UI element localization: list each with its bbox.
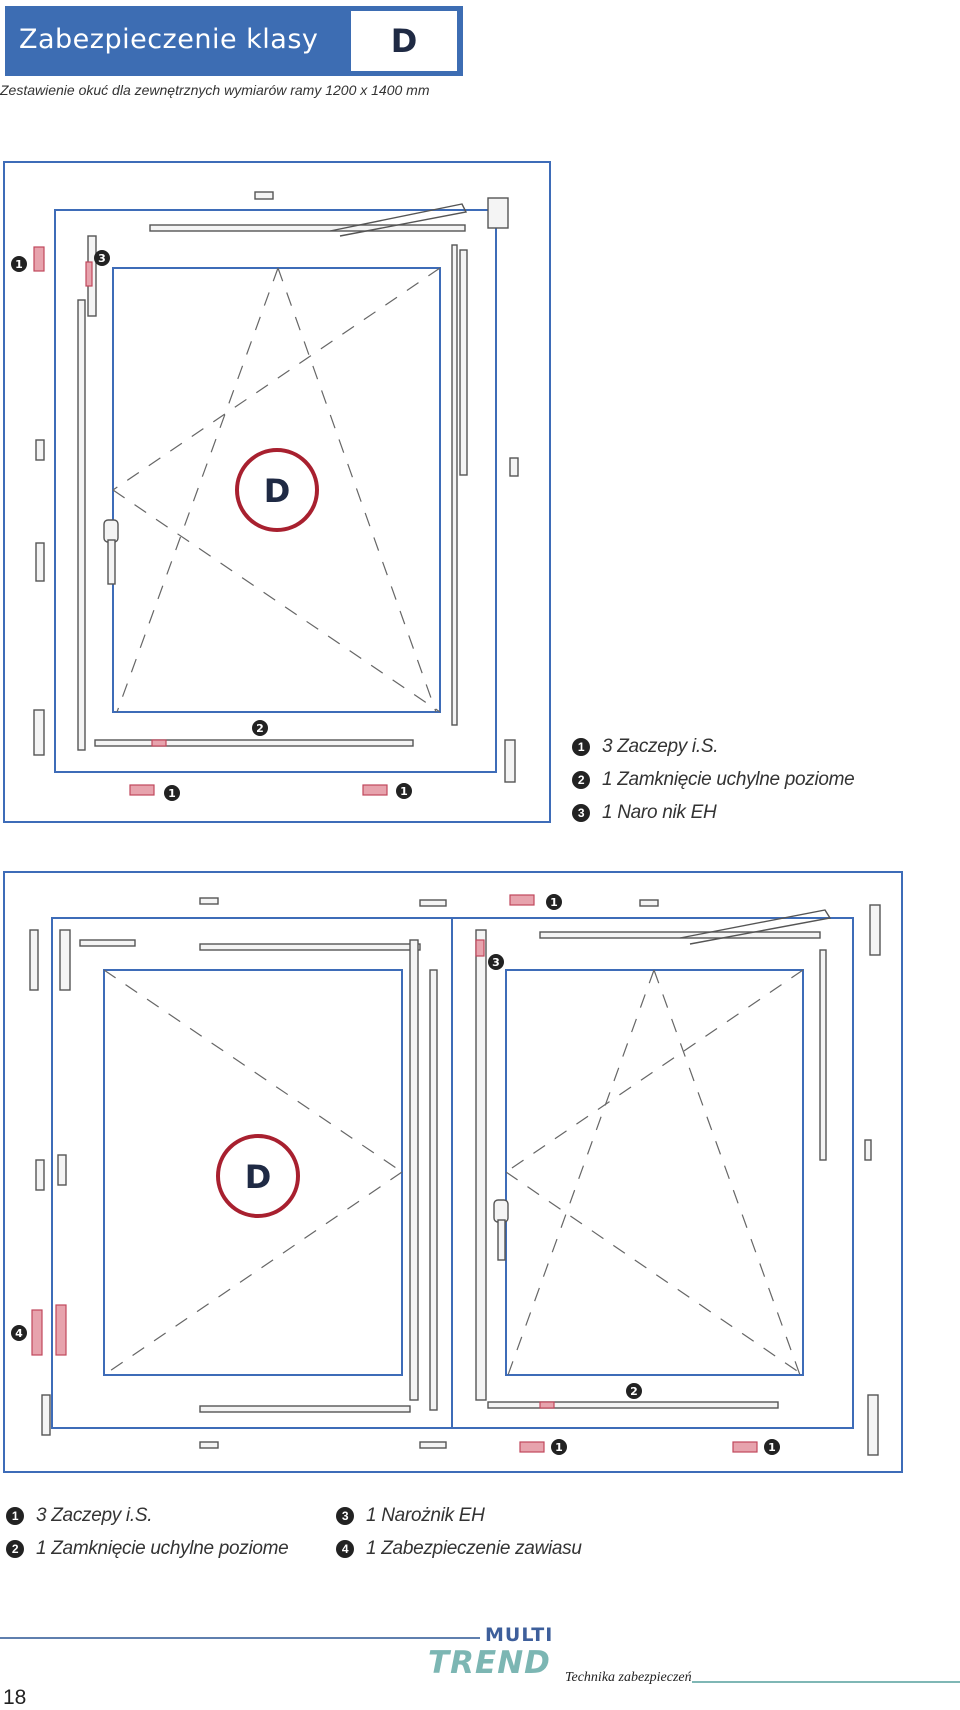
diagram1-marker: 1 (396, 783, 412, 799)
diagram1-marker: 2 (252, 720, 268, 736)
svg-text:1: 1 (15, 258, 23, 271)
legend-number: 3 (572, 803, 590, 822)
legend-item: 4 1 Zabezpieczenie zawiasu (336, 1532, 582, 1565)
legend-item: 2 1 Zamknięcie uchylne poziome (572, 763, 855, 796)
diagram2-legend-col1: 1 3 Zaczepy i.S. 2 1 Zamknięcie uchylne … (6, 1499, 289, 1565)
svg-text:1: 1 (555, 1441, 563, 1454)
legend-number: 2 (572, 770, 590, 789)
legend-item: 3 1 Narożnik EH (336, 1499, 582, 1532)
legend-text: 3 Zaczepy i.S. (36, 1504, 153, 1526)
diagram1-marker: 1 (164, 785, 180, 801)
page-number: 18 (3, 1686, 27, 1709)
header-class-letter: D (351, 11, 457, 71)
diagram2-marker: 2 (626, 1383, 642, 1399)
page-header: Zabezpieczenie klasy D (5, 6, 463, 76)
diagram2-marker: 3 (488, 954, 504, 970)
diagram1-legend: 1 3 Zaczepy i.S. 2 1 Zamknięcie uchylne … (572, 730, 855, 829)
legend-item: 2 1 Zamknięcie uchylne poziome (6, 1532, 289, 1565)
diagram1-marker: 1 (11, 256, 27, 272)
diagram1-marker: 3 (94, 250, 110, 266)
diagram2-legend-col2: 3 1 Narożnik EH 4 1 Zabezpieczenie zawia… (336, 1499, 582, 1565)
svg-text:2: 2 (256, 722, 264, 735)
diagram1-badge-label: D (264, 472, 291, 510)
svg-text:1: 1 (400, 785, 408, 798)
diagram2-outer-frame (3, 871, 903, 1473)
legend-text: 1 Zamknięcie uchylne poziome (602, 768, 855, 790)
legend-item: 3 1 Naro nik EH (572, 796, 854, 829)
footer-divider-left (0, 1637, 480, 1639)
legend-number: 4 (336, 1539, 354, 1558)
legend-number: 3 (336, 1506, 354, 1525)
legend-text: 1 Zabezpieczenie zawiasu (366, 1537, 582, 1559)
diagram2-class-badge: D (216, 1134, 300, 1218)
svg-text:2: 2 (630, 1385, 638, 1398)
diagram2-badge-label: D (245, 1158, 272, 1196)
svg-text:4: 4 (15, 1327, 23, 1340)
svg-text:3: 3 (492, 956, 500, 969)
legend-item: 1 3 Zaczepy i.S. (572, 730, 854, 763)
diagram2-right-glass (505, 969, 804, 1376)
svg-text:1: 1 (550, 896, 558, 909)
diagram2-marker: 1 (546, 894, 562, 910)
diagram2-marker: 4 (11, 1325, 27, 1341)
legend-number: 1 (572, 737, 590, 756)
svg-text:1: 1 (168, 787, 176, 800)
legend-number: 2 (6, 1539, 24, 1558)
page-subtitle: Zestawienie okuć dla zewnętrznych wymiar… (0, 82, 430, 98)
legend-number: 1 (6, 1506, 24, 1525)
footer-divider-right (692, 1681, 960, 1683)
header-title: Zabezpieczenie klasy (19, 24, 319, 55)
diagram1-outer-frame (3, 161, 551, 823)
logo-tagline: Technika zabezpieczeń (565, 1670, 692, 1685)
legend-text: 1 Zamknięcie uchylne poziome (36, 1537, 289, 1559)
logo-multi: MULTI (485, 1624, 554, 1646)
svg-text:1: 1 (768, 1441, 776, 1454)
legend-text: 1 Naro nik EH (602, 801, 717, 823)
diagram2-marker: 1 (764, 1439, 780, 1455)
svg-text:3: 3 (98, 252, 106, 265)
diagram1-sash-frame (54, 209, 497, 773)
legend-item: 1 3 Zaczepy i.S. (6, 1499, 288, 1532)
legend-text: 1 Narożnik EH (366, 1504, 485, 1526)
diagram2-marker: 1 (551, 1439, 567, 1455)
diagram1-class-badge: D (235, 448, 319, 532)
legend-text: 3 Zaczepy i.S. (602, 735, 719, 757)
logo-trend: TREND (428, 1645, 551, 1681)
